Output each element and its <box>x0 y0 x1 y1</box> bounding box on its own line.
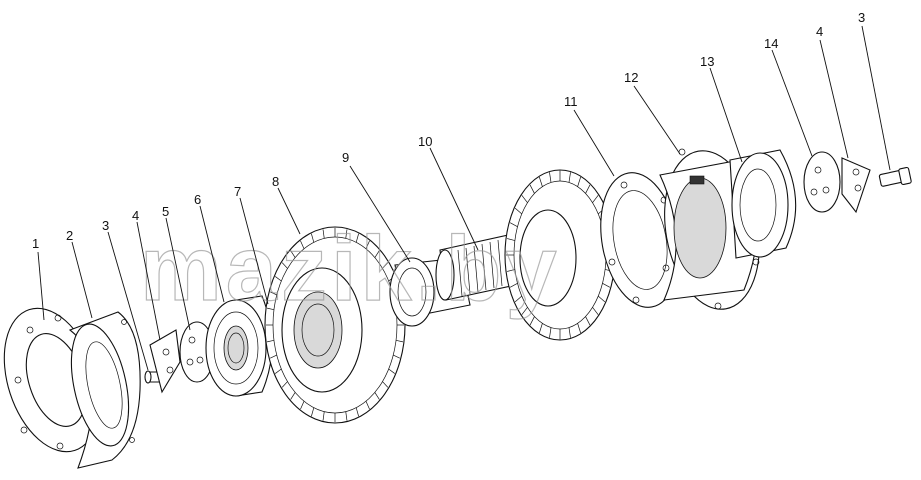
gear-tooth <box>281 381 288 388</box>
part-2-cover <box>68 311 141 469</box>
part-14-washer <box>803 151 841 213</box>
gear-tooth <box>514 207 522 215</box>
gear-tooth <box>529 184 535 194</box>
gear-tooth <box>529 316 535 326</box>
spline-line <box>473 245 479 293</box>
gear-tooth <box>539 323 543 334</box>
callout-7: 7 <box>234 184 241 199</box>
callout-labels: 1 2 3 4 5 6 7 8 9 10 11 12 13 14 4 3 <box>32 10 865 251</box>
callout-4: 4 <box>132 208 139 223</box>
gear-tooth <box>322 411 325 421</box>
gear-tooth <box>270 291 277 296</box>
callout-8: 8 <box>272 174 279 189</box>
callout-1: 1 <box>32 236 39 251</box>
spline-line <box>457 249 463 297</box>
gear-tooth <box>311 233 315 243</box>
gear-tooth <box>549 172 552 183</box>
gear-tooth <box>345 411 348 421</box>
callout-3: 3 <box>102 218 109 233</box>
gear-tooth <box>365 401 370 410</box>
gear-tooth <box>355 407 359 417</box>
callout-12: 12 <box>624 70 638 85</box>
gear-tooth <box>568 327 571 338</box>
gear-tooth <box>355 233 359 243</box>
gear-tooth <box>374 392 380 400</box>
gear-tooth <box>549 327 552 338</box>
leader-lines <box>37 25 891 371</box>
gear-tooth <box>521 195 528 203</box>
gear-tooth <box>382 262 389 269</box>
part-4-lock-plate-left <box>149 329 181 394</box>
gear-tooth <box>275 368 282 374</box>
gear-tooth <box>275 276 282 282</box>
gear-tooth <box>509 222 518 227</box>
callout-4-right: 4 <box>816 24 823 39</box>
gear-tooth <box>388 368 395 374</box>
gear-tooth <box>382 381 389 388</box>
gear-tooth <box>365 240 370 249</box>
gear-tooth <box>266 307 275 311</box>
part-13-cup <box>729 149 797 259</box>
gear-tooth <box>300 240 305 249</box>
gear-tooth <box>266 339 275 343</box>
gear-tooth <box>514 295 522 303</box>
spline-line <box>481 243 487 291</box>
part-4-lock-plate-right <box>841 157 871 214</box>
gear-8-teeth <box>266 227 404 423</box>
spline-line <box>489 241 495 289</box>
gear-tooth <box>506 238 515 241</box>
callout-14: 14 <box>764 36 778 51</box>
gear-tooth <box>585 316 591 326</box>
gear-tooth <box>509 283 518 288</box>
gear-tooth <box>585 184 591 194</box>
part-11-gasket <box>600 172 680 308</box>
middle-gear <box>504 169 616 341</box>
gear-tooth <box>521 307 528 315</box>
gear-tooth <box>281 262 288 269</box>
gear-tooth <box>598 295 606 303</box>
callout-13: 13 <box>700 54 714 69</box>
callout-2: 2 <box>66 228 73 243</box>
gear-tooth <box>506 269 515 272</box>
gear-tooth <box>393 354 400 359</box>
gear-tooth <box>592 307 599 315</box>
gear-tooth <box>577 176 581 187</box>
gear-tooth <box>311 407 315 417</box>
gear-tooth <box>322 229 325 239</box>
callout-3-right: 3 <box>858 10 865 25</box>
gear-tooth <box>290 250 296 258</box>
callout-6: 6 <box>194 192 201 207</box>
gear-tooth <box>602 283 611 288</box>
watermark: mazik.by <box>140 218 561 320</box>
spline-line <box>465 247 471 295</box>
gear-tooth <box>577 323 581 334</box>
part-8-large-gear <box>264 226 406 424</box>
gear-tooth <box>290 392 296 400</box>
part-6-bearing <box>205 295 273 397</box>
callout-10: 10 <box>418 134 432 149</box>
part-3-bolt-right <box>878 166 912 187</box>
gear-tooth <box>568 172 571 183</box>
callout-9: 9 <box>342 150 349 165</box>
gear-tooth <box>592 195 599 203</box>
callout-5: 5 <box>162 204 169 219</box>
spline-line <box>497 239 503 287</box>
gear-tooth <box>539 176 543 187</box>
gear-tooth <box>395 339 404 343</box>
gear-tooth <box>300 401 305 410</box>
callout-11: 11 <box>564 94 578 109</box>
gear-tooth <box>270 354 277 359</box>
gear-tooth <box>345 229 348 239</box>
gear-tooth <box>374 250 380 258</box>
